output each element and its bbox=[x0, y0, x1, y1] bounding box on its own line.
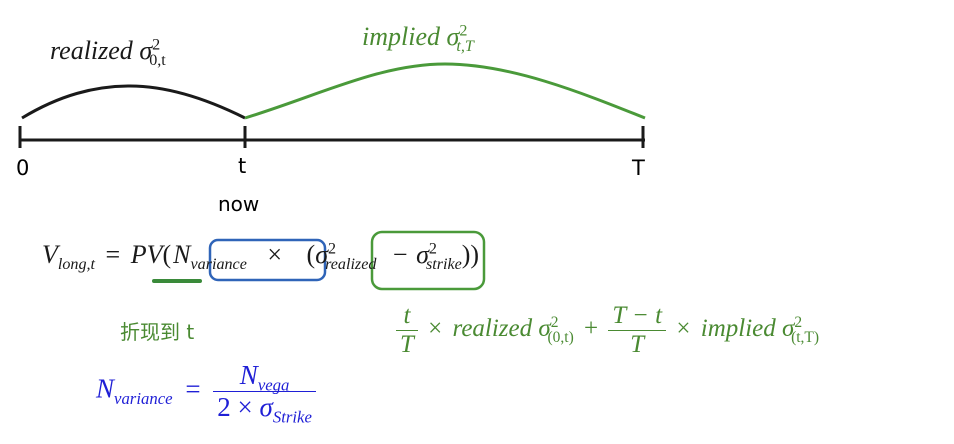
label-now: now bbox=[218, 192, 260, 216]
implied-label: implied σ2t,T bbox=[362, 22, 474, 56]
label-T: T bbox=[632, 156, 645, 180]
realized-curve bbox=[21, 84, 246, 120]
realized-label: realized σ20,t bbox=[50, 36, 166, 70]
fraction-nvega-over-2sigma: Nvega 2 × σStrike bbox=[213, 360, 316, 425]
main-formula: Vlong,t = PV(Nvariance × (σ2realized − σ… bbox=[42, 240, 480, 274]
sigma-realized-box bbox=[370, 230, 486, 291]
discount-note: 折现到 t bbox=[120, 320, 195, 344]
implied-curve bbox=[244, 62, 646, 120]
n-variance-formula: Nvariance = Nvega 2 × σStrike bbox=[96, 360, 316, 425]
n-variance-box bbox=[208, 238, 327, 282]
label-t: t bbox=[238, 154, 247, 178]
label-zero: 0 bbox=[16, 156, 30, 180]
